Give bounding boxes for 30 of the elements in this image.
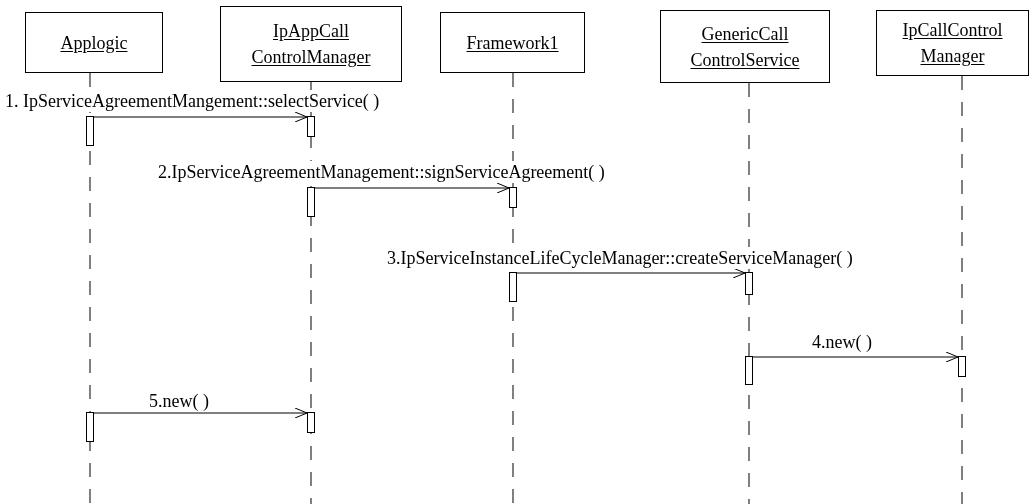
edge-label: 5.new( ) [149,390,209,412]
activation-bar [307,412,315,433]
message-arrow [752,351,959,363]
edge-label: 3.IpServiceInstanceLifeCycleManager::createServiceManager( ) [387,247,853,269]
activation-bar [745,272,753,295]
object-name: Applogic [60,31,128,55]
activation-bar [307,116,315,137]
activation-bar [958,356,966,377]
object-box [25,12,163,73]
activation-bar [86,412,94,442]
activation-bar [86,116,94,146]
object-name: IpAppCall ControlManager [250,20,372,69]
activation-bar [745,356,753,385]
object-name: Framework1 [466,31,559,55]
object-box [220,6,402,82]
object-name: IpCallControl Manager [901,19,1004,68]
edge-label: 1. IpServiceAgreementMangement::selectService( ) [5,90,380,112]
object-box [660,10,830,83]
message-arrow [314,182,510,194]
message-arrow [93,407,308,419]
message-arrow [516,267,746,279]
edge-label: 4.new( ) [812,331,872,353]
activation-bar [509,272,517,302]
activation-bar [307,187,315,217]
edge-label: 2.IpServiceAgreementManagement::signServiceAgreement( ) [158,161,605,183]
object-box [440,12,585,73]
message-arrow [93,111,308,123]
object-name: GenericCall ControlService [689,22,801,72]
activation-bar [509,187,517,208]
object-box [876,10,1029,76]
